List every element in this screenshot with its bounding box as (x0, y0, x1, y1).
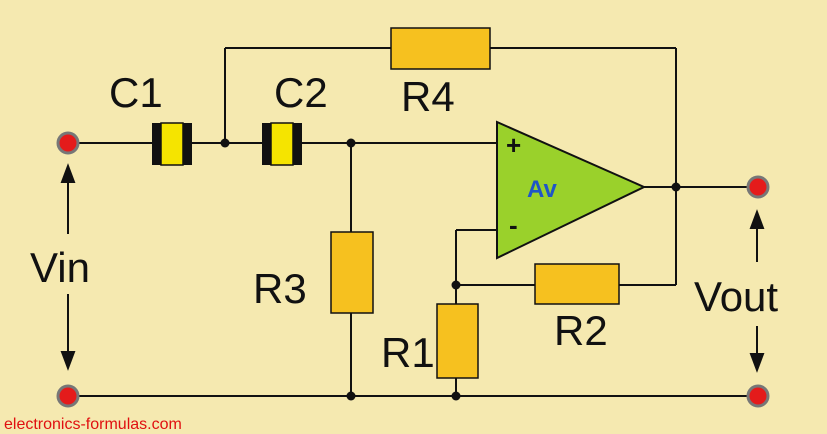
terminal-vout-top (746, 175, 770, 199)
vout-arrowhead-down (749, 353, 765, 373)
opamp-minus-sign: - (509, 210, 518, 240)
junction-r1-r2 (451, 280, 461, 290)
opamp-gain-label: Av (527, 176, 557, 203)
resistor-r2 (534, 263, 620, 305)
junction-r3-ground (346, 391, 356, 401)
label-vout: Vout (694, 273, 779, 320)
resistor-r4 (390, 27, 491, 70)
label-r4: R4 (401, 73, 455, 120)
junction-r1-ground (451, 391, 461, 401)
resistor-r3 (330, 231, 374, 314)
label-r1: R1 (381, 329, 435, 376)
label-vin: Vin (30, 244, 90, 291)
terminal-vin-top (56, 131, 80, 155)
resistor-r1 (436, 303, 479, 379)
terminals (56, 131, 770, 408)
label-r2: R2 (554, 307, 608, 354)
junction-c1-c2 (220, 138, 230, 148)
vin-arrowhead-down (60, 351, 76, 371)
capacitor-c2 (262, 122, 302, 166)
junction-output (671, 182, 681, 192)
voltage-arrows (60, 163, 765, 373)
terminal-vout-bottom (746, 384, 770, 408)
label-c1: C1 (109, 69, 163, 116)
capacitor-c1 (152, 122, 192, 166)
vin-arrowhead-up (60, 163, 76, 183)
label-r3: R3 (253, 265, 307, 312)
opamp-triangle (496, 120, 647, 260)
junction-r3-top (346, 138, 356, 148)
vout-arrowhead-up (749, 209, 765, 229)
junctions (220, 138, 681, 401)
terminal-vin-bottom (56, 384, 80, 408)
source-credit: electronics-formulas.com (4, 416, 182, 433)
label-c2: C2 (274, 69, 328, 116)
opamp-plus-sign: + (506, 130, 522, 160)
